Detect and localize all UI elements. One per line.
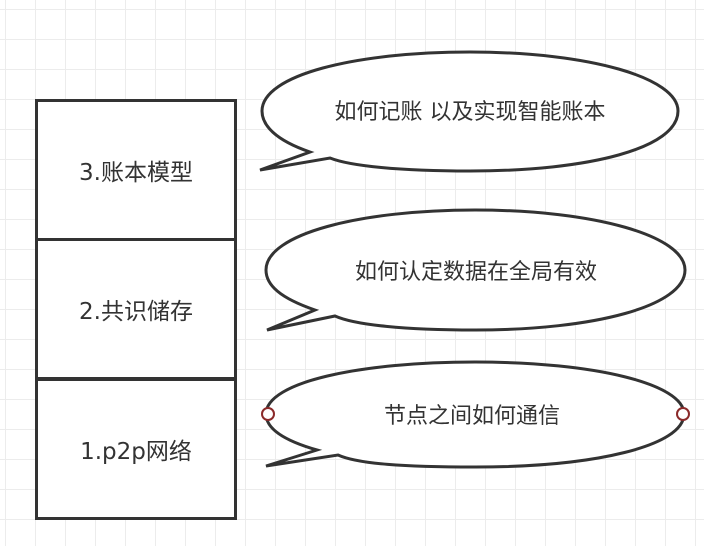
callout-text-consensus: 如何认定数据在全局有效 [354,260,598,285]
layer-label: 3.账本模型 [79,160,193,186]
connection-point-right[interactable] [676,407,690,421]
layer-ledger-model[interactable]: 3.账本模型 [35,99,237,241]
layer-p2p-network[interactable]: 1.p2p网络 [35,378,237,520]
callout-bubble-ledger[interactable] [259,50,680,173]
layer-stack: 3.账本模型 2.共识储存 1.p2p网络 [35,99,237,520]
layer-label: 1.p2p网络 [80,439,192,465]
callout-bubble-consensus[interactable] [264,208,687,332]
callout-text-p2p: 节点之间如何通信 [383,404,561,429]
layer-label: 2.共识储存 [79,299,193,325]
connection-point-left[interactable] [261,407,275,421]
callout-text-ledger: 如何记账 以及实现智能账本 [334,100,606,125]
callout-bubble-p2p[interactable] [264,360,686,469]
